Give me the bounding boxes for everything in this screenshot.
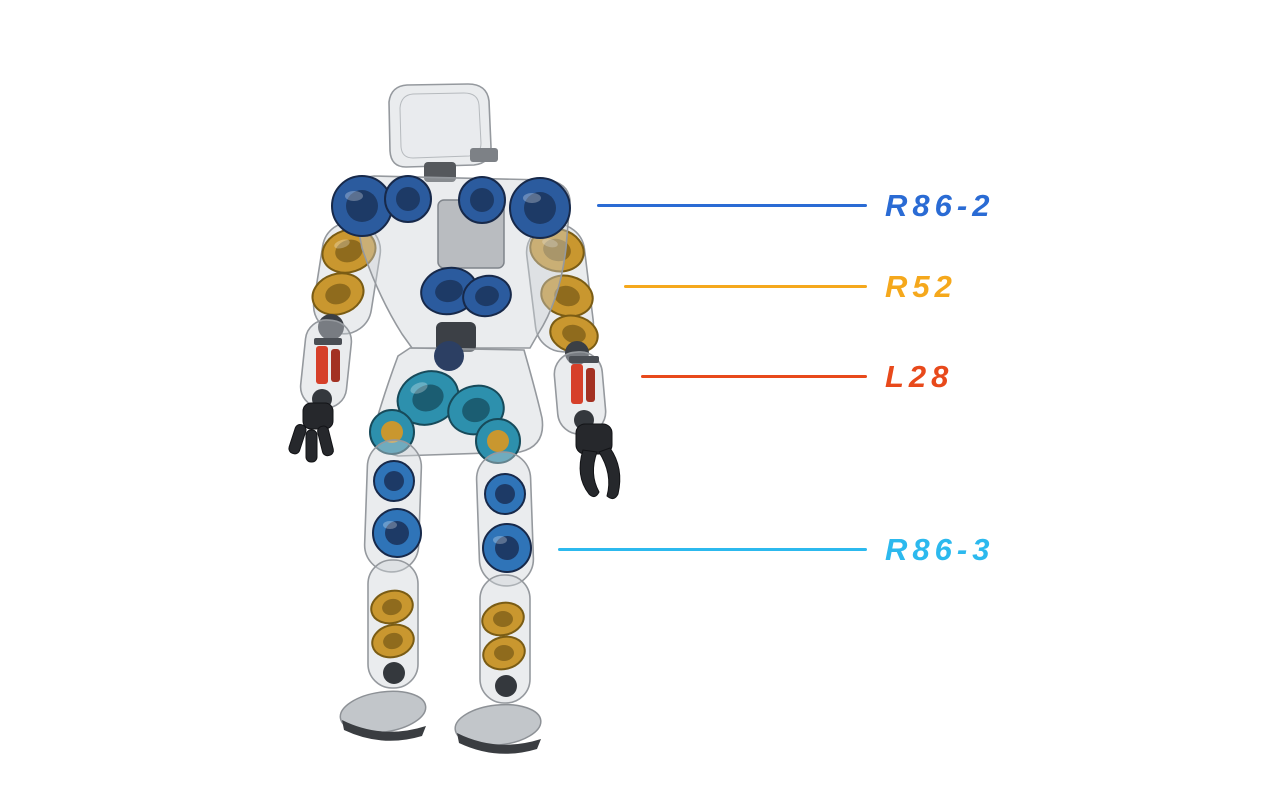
robot-right-arm [525, 223, 621, 500]
right-forearm-actuator-red [571, 364, 583, 404]
right-ankle-joint [495, 675, 517, 697]
callout-label-r86-2: R86-2 [885, 187, 995, 223]
robot-head [388, 83, 498, 182]
robot-left-arm [288, 221, 382, 463]
left-forearm-actuator-red [316, 346, 328, 384]
pelvis-center-joint [434, 341, 464, 371]
left-gripper [288, 402, 334, 463]
callout-r86-2: R86-2 [597, 185, 994, 225]
right-gripper [575, 423, 621, 500]
robot-pelvis [369, 341, 544, 464]
callout-line-r52 [624, 284, 867, 288]
callout-line-l28 [641, 374, 867, 378]
robot-right-leg [475, 451, 535, 704]
callout-r86-3: R86-3 [558, 529, 994, 569]
head-bracket [470, 148, 498, 162]
callout-l28: L28 [641, 356, 953, 396]
left-ankle-joint [383, 662, 405, 684]
callout-label-r52: R52 [885, 268, 957, 304]
callout-label-r86-3: R86-3 [885, 531, 995, 567]
callout-line-r86-3 [558, 547, 867, 551]
robot-left-leg [363, 439, 423, 689]
callout-line-r86-2 [597, 203, 867, 207]
callout-label-l28: L28 [885, 358, 954, 394]
robot-feet [339, 690, 542, 754]
robot-torso [331, 175, 571, 352]
callout-r52: R52 [624, 266, 957, 306]
